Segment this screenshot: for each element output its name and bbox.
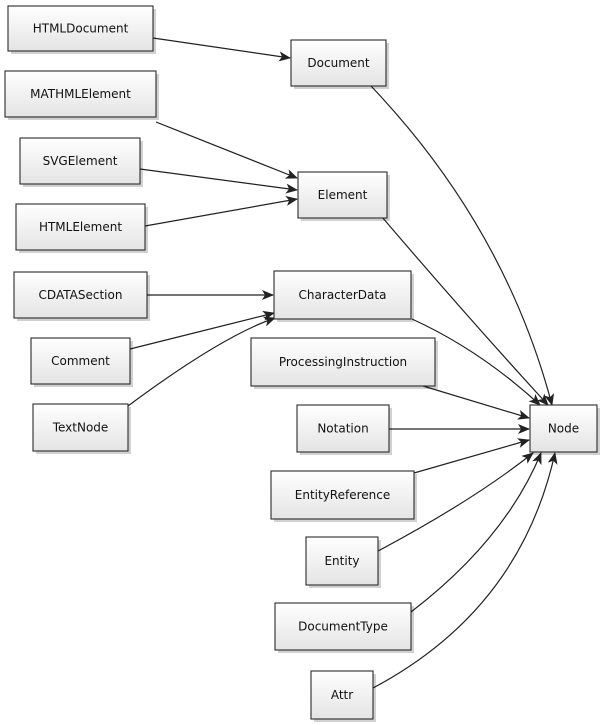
node-box (305, 536, 379, 586)
node-entityreference: EntityReference (270, 470, 417, 522)
node-label: TextNode (52, 421, 109, 435)
node-box (13, 271, 148, 319)
edge-element-to-node (381, 216, 549, 406)
node-box (297, 171, 388, 219)
node-box (7, 5, 154, 52)
node-htmldocument: HTMLDocument (7, 5, 156, 54)
node-box (19, 137, 141, 185)
node-label: Entity (324, 554, 359, 568)
node-svgelement: SVGElement (19, 137, 143, 187)
node-box (529, 404, 598, 453)
node-label: DocumentType (298, 620, 388, 634)
node-label: Document (307, 56, 369, 70)
node-box (15, 203, 146, 251)
edge-entityreference-to-node (413, 438, 530, 474)
node-box (30, 337, 131, 385)
node-box (274, 602, 412, 651)
node-label: Element (318, 188, 368, 202)
node-mathmlelement: MATHMLElement (4, 70, 159, 120)
node-document: Document (290, 39, 389, 89)
node-textnode: TextNode (32, 403, 131, 454)
node-notation: Notation (296, 404, 392, 455)
node-box (310, 670, 374, 720)
node-processinginstruction: ProcessingInstruction (250, 337, 438, 389)
node-cdatasection: CDATASection (13, 271, 150, 321)
node-element: Element (297, 171, 390, 221)
node-box (32, 403, 129, 452)
node-label: HTMLDocument (33, 22, 129, 36)
node-label: CharacterData (299, 288, 387, 302)
node-label: Comment (51, 354, 110, 368)
node-label: EntityReference (295, 488, 390, 502)
node-characterdata: CharacterData (273, 270, 414, 322)
node-box (273, 270, 412, 320)
node-label: ProcessingInstruction (279, 355, 407, 369)
edges-layer (127, 37, 558, 689)
node-box (4, 70, 157, 118)
node-label: HTMLElement (39, 220, 122, 234)
node-comment: Comment (30, 337, 133, 387)
node-label: Notation (317, 422, 368, 436)
edge-characterdata-to-node (411, 318, 541, 406)
edge-textnode-to-characterdata (127, 316, 276, 407)
node-node: Node (529, 404, 600, 455)
edge-mathmlelement-to-element (155, 121, 298, 179)
node-label: SVGElement (43, 154, 118, 168)
node-entity: Entity (305, 536, 381, 588)
node-label: CDATASection (39, 288, 123, 302)
edge-htmldocument-to-document (152, 37, 291, 62)
node-htmlelement: HTMLElement (15, 203, 148, 253)
edge-document-to-node (370, 85, 555, 406)
node-label: Node (548, 422, 579, 436)
node-label: Attr (331, 688, 353, 702)
edge-entity-to-node (377, 452, 534, 552)
node-box (270, 470, 415, 520)
node-documenttype: DocumentType (274, 602, 414, 653)
edge-processinginstruction-to-node (422, 385, 530, 420)
node-box (296, 404, 390, 453)
edge-svgelement-to-element (139, 168, 298, 194)
node-box (290, 39, 387, 87)
edge-htmlelement-to-element (144, 196, 298, 227)
node-box (250, 337, 436, 387)
edge-documenttype-to-node (410, 452, 542, 613)
edge-attr-to-node (372, 452, 558, 689)
node-attr: Attr (310, 670, 376, 722)
node-label: MATHMLElement (30, 87, 131, 101)
nodes-layer: HTMLDocumentDocumentMATHMLElementSVGElem… (4, 5, 600, 722)
edge-comment-to-characterdata (129, 310, 275, 350)
